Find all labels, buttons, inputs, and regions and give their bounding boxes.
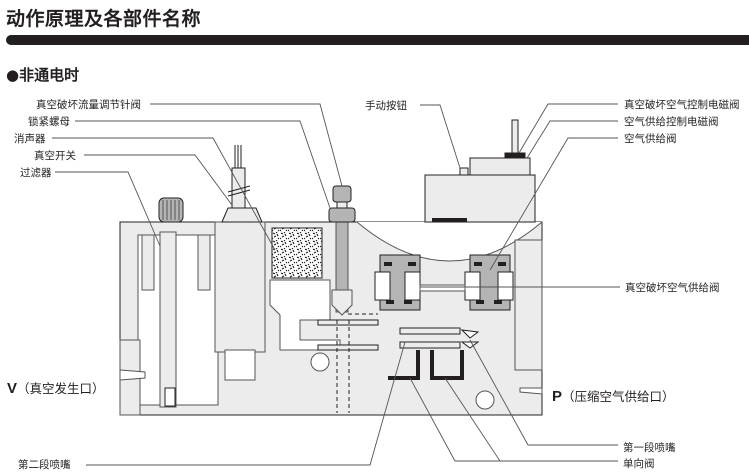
spool-seat <box>497 271 514 301</box>
o-ring <box>498 262 506 266</box>
label-lock-nut: 锁紧螺母 <box>28 116 70 128</box>
internal-passages <box>336 313 378 413</box>
p-bore-hole <box>475 390 495 410</box>
label-needle-valve: 真空破坏流量调节针阀 <box>36 99 141 111</box>
o-ring <box>474 262 482 266</box>
filter-wall <box>141 234 155 291</box>
filter-rod <box>159 231 177 408</box>
label-air-supply-solenoid: 空气供给控制电磁阀 <box>624 116 719 128</box>
spool-seat <box>464 271 481 301</box>
manual-button[interactable] <box>459 167 469 176</box>
label-vacuum-break-supply-valve: 真空破坏空气供给阀 <box>625 282 720 294</box>
label-filter: 过滤器 <box>20 167 52 179</box>
solenoid-connector <box>504 152 526 159</box>
label-second-nozzle: 第二段喷嘴 <box>18 459 71 471</box>
port-v-text: （真空发生口） <box>17 381 105 396</box>
spool-seat <box>404 271 421 301</box>
label-vacuum-switch: 真空开关 <box>34 150 76 162</box>
right-wall <box>514 239 543 371</box>
port-v-letter: V <box>7 380 18 397</box>
title-divider <box>6 35 749 45</box>
solenoid-gasket <box>432 218 467 222</box>
spool-seat <box>374 271 391 301</box>
needle-tip <box>331 289 353 316</box>
filter-wall <box>197 234 211 291</box>
switch-base <box>221 207 263 223</box>
knob-neck <box>336 201 348 209</box>
top-components <box>158 119 536 223</box>
o-ring <box>494 300 502 304</box>
diffuser-plate <box>317 319 379 326</box>
cable-wires <box>234 145 242 168</box>
solenoid-cable <box>511 119 519 154</box>
lock-nut <box>328 207 356 223</box>
check-valve-flaps <box>388 350 464 380</box>
label-manual-button: 手动按钮 <box>365 100 407 112</box>
switch-port <box>224 349 256 381</box>
section-subtitle: ●非通电时 <box>6 66 80 84</box>
connecting-channel <box>419 284 466 292</box>
label-vacuum-break-solenoid: 真空破坏空气控制电磁阀 <box>624 99 740 111</box>
o-ring <box>404 300 412 304</box>
nozzle-plate <box>399 327 461 335</box>
solenoid-top <box>469 157 531 176</box>
solenoid-body <box>424 174 536 223</box>
port-p-letter: P <box>552 388 563 405</box>
port-p-text: （压缩空气供给口） <box>562 389 675 404</box>
cap-knurl <box>162 200 180 220</box>
bore-hole <box>310 352 330 372</box>
nozzle-plate <box>399 341 461 349</box>
diffuser-plate <box>317 344 379 351</box>
cable-break-mark <box>227 185 251 197</box>
needle-valve-knob <box>332 185 352 203</box>
switch-block <box>214 221 266 353</box>
silencer <box>271 227 323 279</box>
exhaust-channel <box>269 279 341 351</box>
o-ring <box>384 262 392 266</box>
v-port-notch <box>119 369 146 381</box>
filter-seal <box>164 387 176 407</box>
valve-body <box>119 221 543 416</box>
o-ring <box>476 300 484 304</box>
label-air-supply-valve: 空气供给阀 <box>624 133 677 145</box>
label-check-valve: 单向阀 <box>623 458 655 470</box>
port-v: V（真空发生口） <box>7 378 105 397</box>
leader-lines <box>52 103 620 466</box>
first-stage-nozzle <box>460 329 480 349</box>
page-title: 动作原理及各部件名称 <box>6 8 202 30</box>
port-p: P（压缩空气供给口） <box>552 386 675 405</box>
o-ring <box>408 262 416 266</box>
p-port-notch <box>519 387 543 395</box>
label-silencer: 消声器 <box>14 133 46 145</box>
upper-cavity <box>356 221 543 262</box>
o-ring <box>386 300 394 304</box>
label-first-nozzle: 第一段喷嘴 <box>623 442 676 454</box>
